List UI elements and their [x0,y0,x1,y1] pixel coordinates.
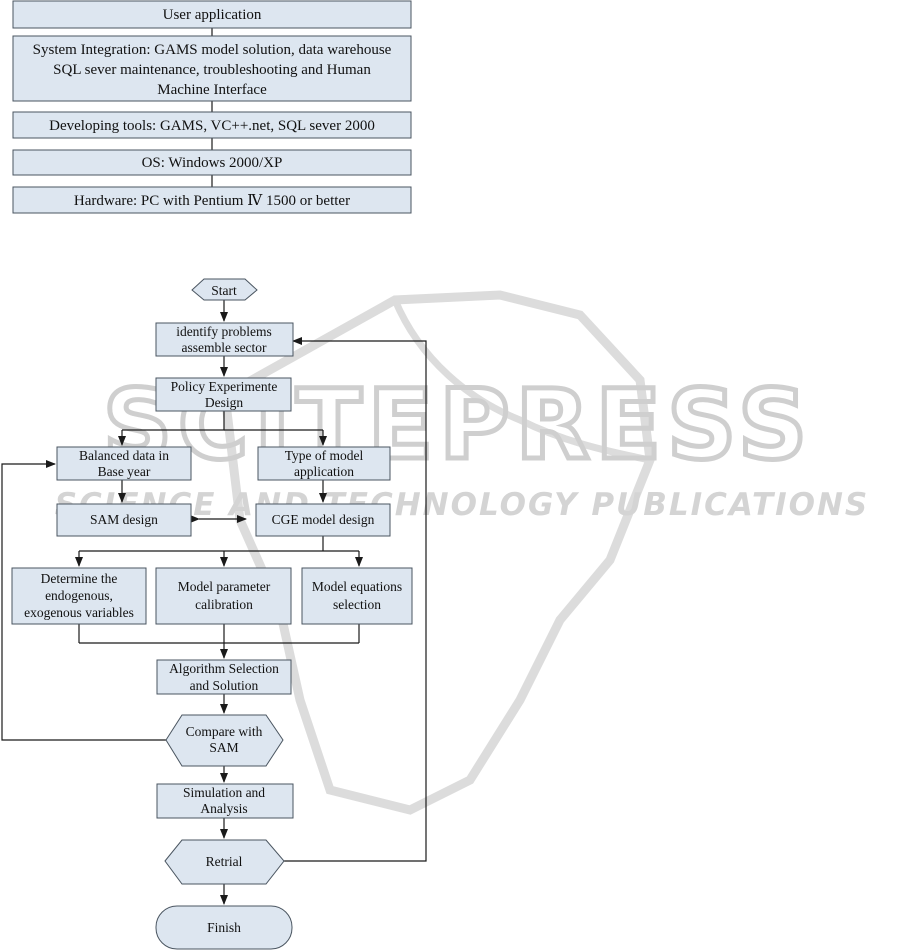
layer-integration-line-3: Machine Interface [157,82,267,98]
layer-hardware-label: Hardware: PC with Pentium Ⅳ 1500 or bett… [74,193,350,209]
node-simulation-line-1: Simulation and [183,785,265,800]
node-compare-line-1: Compare with [186,724,263,739]
node-policy-line-1: Policy Experimente [171,379,278,394]
layer-hardware: Hardware: PC with Pentium Ⅳ 1500 or bett… [12,186,412,214]
node-type-of-model: Type of model application [257,446,391,481]
node-determine-line-1: Determine the [41,571,118,586]
layer-user-application-label: User application [163,7,262,23]
node-identify-line-1: identify problems [176,324,272,339]
node-algorithm-line-2: and Solution [190,678,259,693]
node-start: Start [191,278,258,301]
node-identify-problems: identify problems assemble sector [155,322,294,357]
feedback-compare-to-balanced [1,460,166,741]
node-retrial: Retrial [164,839,285,885]
node-calibration-line-1: Model parameter [178,579,271,594]
node-algorithm-selection: Algorithm Selection and Solution [156,659,292,695]
layer-developing-tools-label: Developing tools: GAMS, VC++.net, SQL se… [49,118,375,134]
layer-user-application: User application [12,0,412,29]
node-parameter-calibration: Model parameter calibration [155,567,292,625]
node-simulation-line-2: Analysis [200,801,247,816]
node-type-model-line-1: Type of model [285,448,364,463]
node-calibration-line-2: calibration [195,597,253,612]
node-policy-line-2: Design [205,395,243,410]
node-algorithm-line-1: Algorithm Selection [169,661,279,676]
layer-system-integration: System Integration: GAMS model solution,… [12,35,412,102]
node-compare-with-sam: Compare with SAM [165,714,284,767]
node-cge-model-design: CGE model design [255,503,391,537]
node-sam-design-label: SAM design [90,512,158,527]
flow-connectors [1,300,427,905]
node-sam-design: SAM design [56,503,192,537]
node-equations-line-2: selection [333,597,381,612]
layer-os-label: OS: Windows 2000/XP [142,155,283,171]
node-determine-line-3: exogenous variables [24,605,134,620]
layer-developing-tools: Developing tools: GAMS, VC++.net, SQL se… [12,111,412,139]
connector-policy-split [122,411,225,431]
node-policy-design: Policy Experimente Design [155,377,292,412]
feedback-retrial-to-identify [284,337,427,862]
node-balanced-data: Balanced data in Base year [56,446,192,481]
layer-os: OS: Windows 2000/XP [12,149,412,176]
architecture-stack: User application System Integration: GAM… [12,0,412,214]
node-cge-design-label: CGE model design [272,512,375,527]
node-identify-line-2: assemble sector [181,340,267,355]
node-start-label: Start [211,283,237,298]
node-finish: Finish [155,905,293,950]
node-simulation-analysis: Simulation and Analysis [156,783,294,819]
node-equations-line-1: Model equations [312,579,402,594]
node-retrial-label: Retrial [206,854,243,869]
node-determine-variables: Determine the endogenous, exogenous vari… [11,567,147,625]
node-finish-label: Finish [207,920,241,935]
layer-integration-line-2: SQL sever maintenance, troubleshooting a… [53,62,371,78]
node-balanced-line-2: Base year [98,464,151,479]
layer-integration-line-1: System Integration: GAMS model solution,… [33,42,392,58]
node-determine-line-2: endogenous, [45,588,113,603]
node-model-equations: Model equations selection [301,567,413,625]
node-balanced-line-1: Balanced data in [79,448,169,463]
node-compare-line-2: SAM [209,740,238,755]
node-type-model-line-2: application [294,464,354,479]
